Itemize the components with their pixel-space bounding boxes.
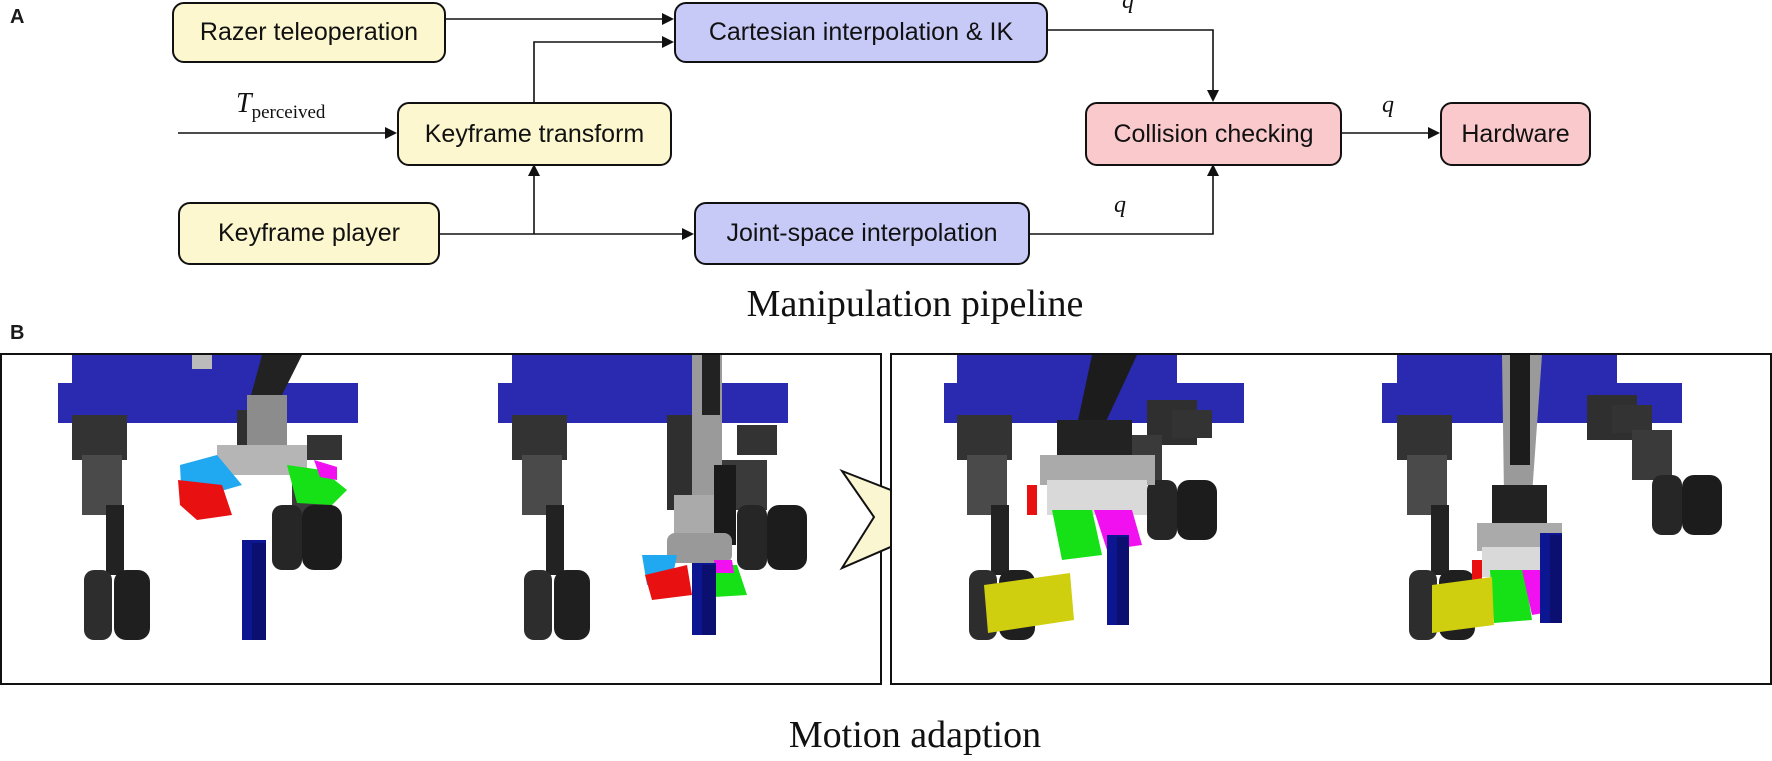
edge-cartesian-collision	[1048, 29, 1219, 102]
joint-space-interpolation-node: Joint-space interpolation	[694, 202, 1030, 265]
edge-transform-cartesian	[533, 36, 674, 102]
hardware-node: Hardware	[1440, 102, 1591, 166]
robot-render-3	[944, 355, 1244, 640]
q-label-cartesian: q	[1122, 0, 1134, 14]
robot-render-4	[1382, 355, 1722, 640]
motion-adaption-caption: Motion adaption	[788, 714, 1042, 756]
edge-joint-collision	[1030, 164, 1219, 235]
panel-a-letter: A	[10, 6, 25, 28]
q-label-hardware: q	[1382, 92, 1394, 118]
pipeline-edges	[178, 13, 1440, 240]
motion-frame-before	[0, 353, 882, 685]
keyframe-player-node: Keyframe player	[178, 202, 440, 265]
motion-frame-after	[890, 353, 1772, 685]
t-perceived-label: Tperceived	[236, 88, 326, 123]
collision-checking-node: Collision checking	[1085, 102, 1342, 166]
razer-teleoperation-node: Razer teleoperation	[172, 2, 446, 63]
panel-b-letter: B	[10, 322, 25, 344]
keyframe-transform-node: Keyframe transform	[397, 102, 672, 166]
robot-render-2	[498, 355, 807, 640]
robot-render-1	[58, 355, 358, 640]
manipulation-pipeline-caption: Manipulation pipeline	[746, 283, 1084, 325]
q-label-joint: q	[1114, 192, 1126, 218]
cartesian-interpolation-node: Cartesian interpolation & IK	[674, 2, 1048, 63]
